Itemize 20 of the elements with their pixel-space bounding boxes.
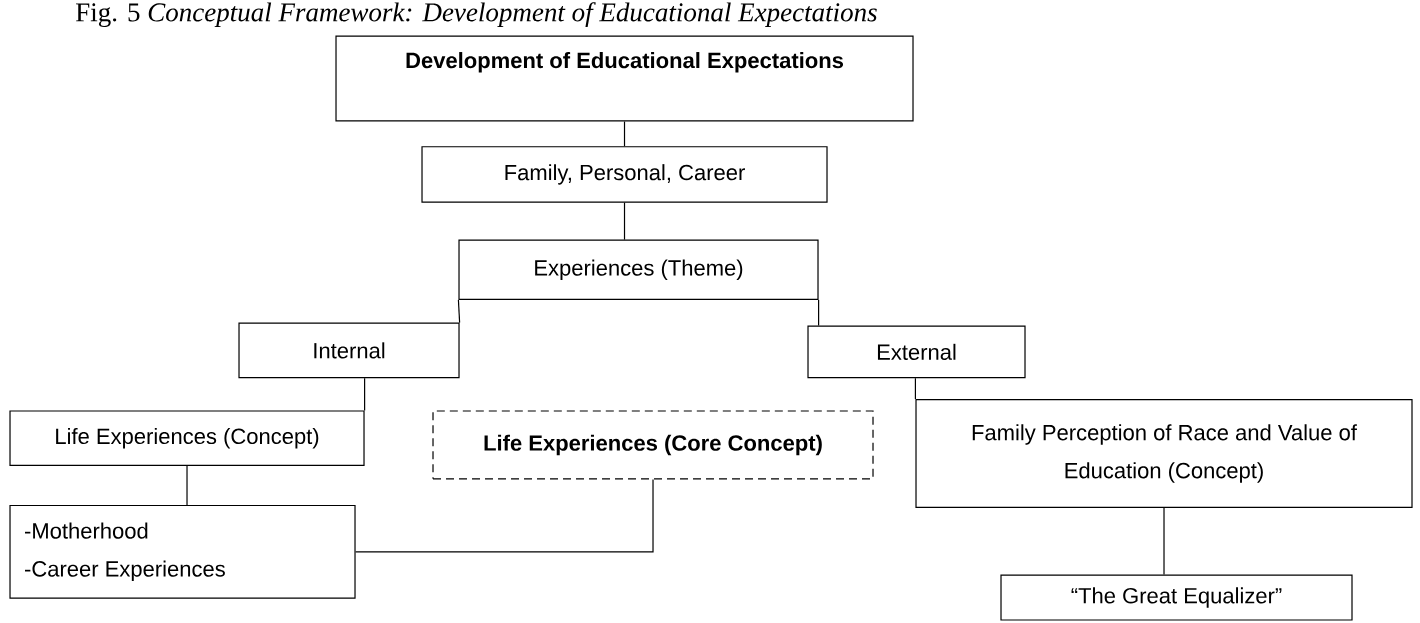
concept-box: Life Experiences (Core Concept) [432,410,874,480]
concept-box: Experiences (Theme) [458,239,819,300]
concept-box: External [807,325,1026,379]
connector-line [364,377,366,411]
concept-box: Family, Personal, Career [421,146,828,203]
concept-box: Development of Educational Expectations [335,35,914,122]
concept-box: Internal [238,322,460,379]
concept-box: -Motherhood -Career Experiences [9,504,356,599]
connector-line [623,120,626,147]
connector-line [457,299,461,324]
connector-line [914,377,916,400]
connector-line [355,478,654,553]
concept-box: “The Great Equalizer” [1000,574,1353,621]
concept-box: Life Experiences (Concept) [9,410,365,466]
figure-title: Fig. 5 Conceptual Framework: Development of Educational Expectations [76,2,877,28]
connector-line [818,299,820,327]
connector-line [1163,507,1165,576]
connector-line [186,465,188,506]
connector-line [623,202,626,241]
concept-box: Family Perception of Race and Value of Education (Concept) [915,399,1413,508]
